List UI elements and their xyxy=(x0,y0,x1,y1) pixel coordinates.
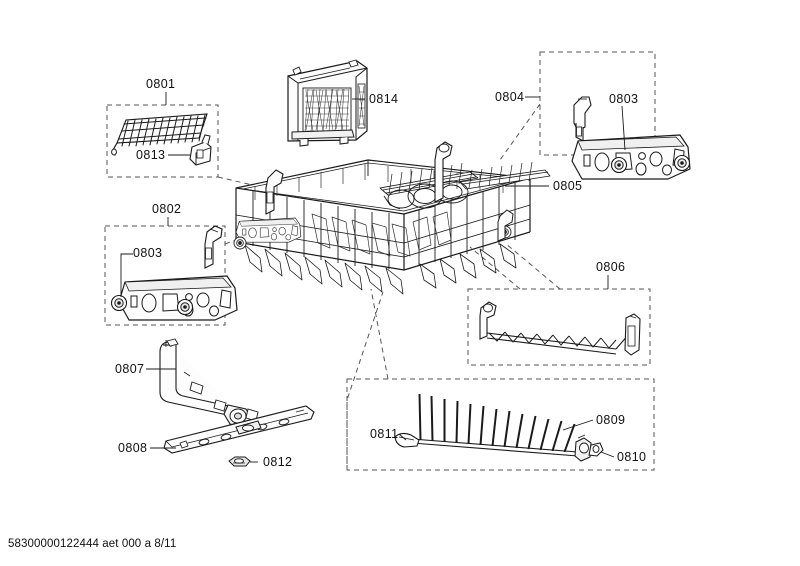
callout-label-0806: 0806 xyxy=(596,260,626,274)
callout-label-0802: 0802 xyxy=(152,202,182,216)
part-0811-end-cap xyxy=(394,432,420,448)
group-boxes xyxy=(104,51,656,471)
callout-label-0808: 0808 xyxy=(118,441,148,455)
part-0813-clip xyxy=(189,134,212,166)
callout-label-0805: 0805 xyxy=(553,179,583,193)
part-0804-right-bracket xyxy=(571,96,691,180)
group-box-0802 xyxy=(104,225,226,326)
callout-label-0803-left: 0803 xyxy=(133,246,163,260)
part-0801-tine-grid xyxy=(111,113,212,166)
part-0809-foldable-tine-rack xyxy=(394,393,604,462)
part-0812-spray-arm-nut xyxy=(228,456,251,467)
part-0807-water-feed-pipe xyxy=(159,338,259,434)
part-0814-cutlery-basket xyxy=(287,59,368,147)
group-box-0801 xyxy=(106,104,219,178)
group-box-0804 xyxy=(539,51,656,156)
sheet-footer: 58300000122444 aet 000 a 8/11 xyxy=(8,538,177,550)
callout-leaders xyxy=(120,92,626,463)
part-0810-hinge xyxy=(574,434,604,462)
callout-label-0811: 0811 xyxy=(370,427,399,441)
callout-label-0807: 0807 xyxy=(115,362,145,376)
part-0806-folding-tine-row xyxy=(479,301,641,356)
callout-label-0803-right: 0803 xyxy=(609,92,639,106)
callout-label-0809: 0809 xyxy=(596,413,626,427)
group-box-0806 xyxy=(467,288,651,366)
callout-label-0804: 0804 xyxy=(495,90,525,104)
callout-label-0813: 0813 xyxy=(136,148,166,162)
callout-label-0812: 0812 xyxy=(263,455,293,469)
part-0805-upper-basket xyxy=(233,141,551,295)
callout-label-0810: 0810 xyxy=(617,450,647,464)
callout-label-0801: 0801 xyxy=(146,77,176,91)
callout-label-0814: 0814 xyxy=(369,92,399,106)
part-0802-left-bracket xyxy=(110,225,238,321)
